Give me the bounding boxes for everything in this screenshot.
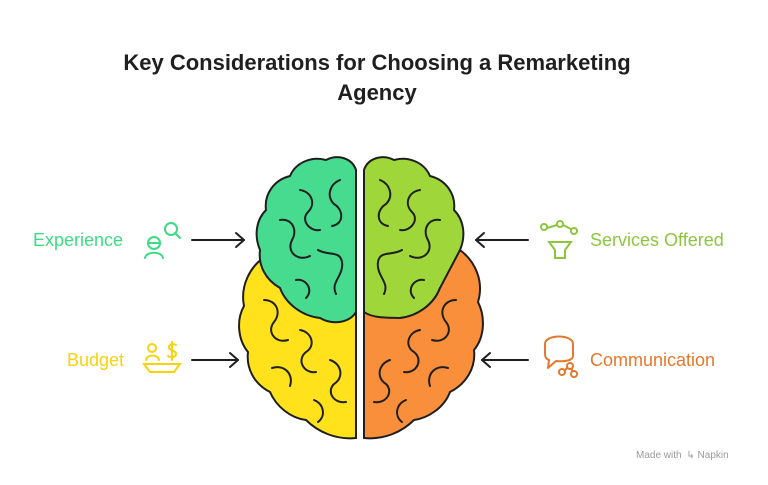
budget-label: Budget <box>67 350 125 370</box>
network-funnel-icon <box>540 220 578 259</box>
communication-lobe <box>363 248 484 440</box>
made-with-text: Made with <box>636 450 682 461</box>
experience-arrow <box>191 232 245 248</box>
chat-bubble-share-icon <box>544 335 578 378</box>
experience-label: Experience <box>33 230 124 250</box>
communication-label: Communication <box>590 350 716 370</box>
communication-arrow <box>481 352 529 368</box>
budget-arrow <box>191 352 239 368</box>
napkin-brand: Napkin <box>697 450 729 461</box>
title-line-2: Agency <box>337 80 417 105</box>
title-line-1: Key Considerations for Choosing a Remark… <box>123 50 631 75</box>
services-label: Services Offered <box>590 230 724 250</box>
services-arrow <box>475 232 529 248</box>
person-magnifier-icon <box>144 222 181 259</box>
money-scale-icon <box>142 341 182 373</box>
page-title: Key Considerations for Choosing a Remark… <box>40 48 714 108</box>
brain-folds <box>263 179 457 423</box>
napkin-logo-icon: ↳ <box>686 450 695 461</box>
made-with-napkin-footer[interactable]: Made with ↳ Napkin <box>636 450 729 461</box>
